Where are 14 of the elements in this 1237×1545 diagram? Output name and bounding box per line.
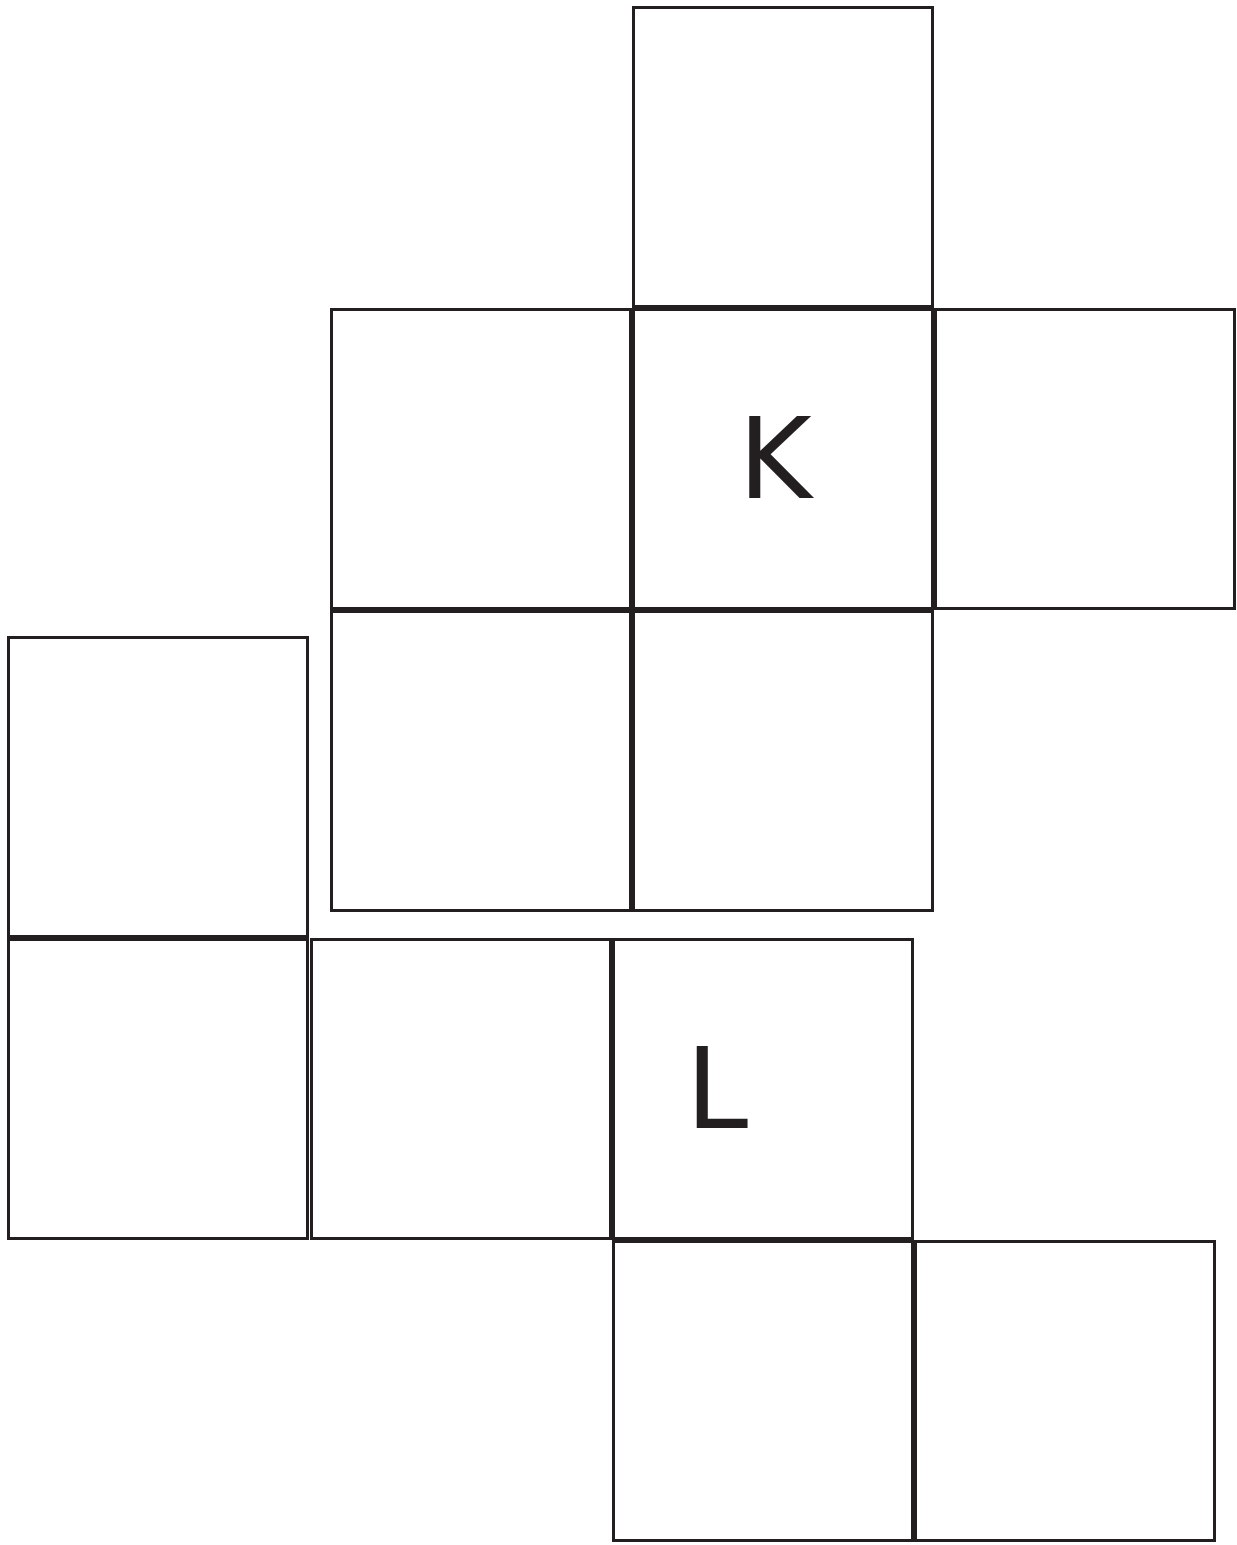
square-cell [632,6,934,308]
square-cell [330,308,632,610]
square-cell [632,308,934,610]
square-cell [7,636,309,938]
square-cell [632,610,934,912]
square-cell [330,610,632,912]
face-letter: K [738,403,812,515]
square-cell [914,1240,1216,1542]
square-cell [310,938,612,1240]
square-cell [7,938,309,1240]
square-cell [612,1240,914,1542]
square-cell [612,938,914,1240]
face-letter: L [685,1033,749,1145]
square-cell [934,308,1236,610]
